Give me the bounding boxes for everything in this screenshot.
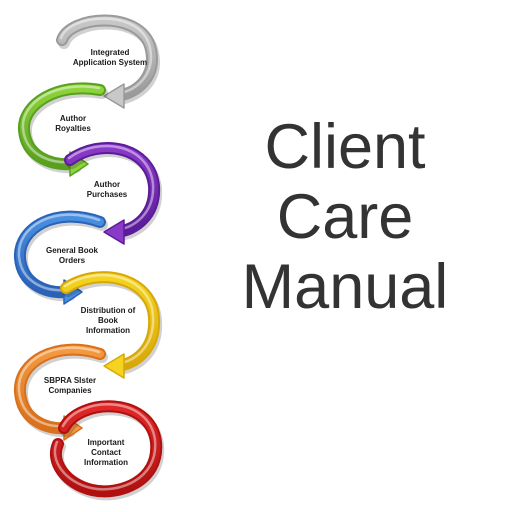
step-arrow-gloss (59, 17, 152, 96)
step-label-sbpra-sister-companies: SBPRA SIster Companies (43, 376, 97, 395)
step-label-integrated-application-system: Integrated Application System (72, 48, 148, 67)
step-arrow-gloss (53, 403, 157, 491)
arrowhead-icon (103, 353, 125, 379)
step-arrow-fill (58, 16, 156, 100)
step-arrow-fill (52, 402, 161, 496)
step-arrow-gloss (21, 85, 101, 164)
step-arrow-1 (56, 14, 160, 109)
arrowhead-icon (103, 83, 125, 109)
step-arrow-5 (60, 271, 163, 379)
step-arrow-6 (14, 343, 108, 441)
step-arrow-gloss (67, 144, 155, 232)
step-arrow-7 (50, 400, 165, 501)
step-arrow-fill (62, 273, 159, 370)
step-arrow-fill (66, 144, 159, 236)
step-label-distribution-of-book-information: Distribution of Book Information (80, 306, 136, 335)
step-label-general-book-orders: General Book Orders (45, 246, 98, 265)
step-label-author-royalties: Author Royalties (55, 114, 91, 133)
step-label-important-contact-information: Important Contact Information (84, 438, 128, 467)
arrowhead-icon (103, 219, 125, 245)
step-arrow-fill (15, 345, 104, 433)
title-line-care: Care (276, 182, 414, 252)
step-arrow-3 (64, 142, 163, 245)
page-title: Client Care Manual (215, 112, 475, 322)
step-arrow-4 (14, 210, 108, 305)
step-arrow-gloss (17, 213, 101, 292)
step-label-author-purchases: Author Purchases (86, 180, 128, 199)
step-arrow-gloss (63, 273, 155, 366)
title-line-manual: Manual (241, 252, 449, 322)
title-line-client: Client (264, 112, 426, 182)
step-arrow-fill (15, 212, 104, 297)
step-arrow-gloss (17, 346, 101, 428)
step-arrow-fill (20, 84, 104, 169)
